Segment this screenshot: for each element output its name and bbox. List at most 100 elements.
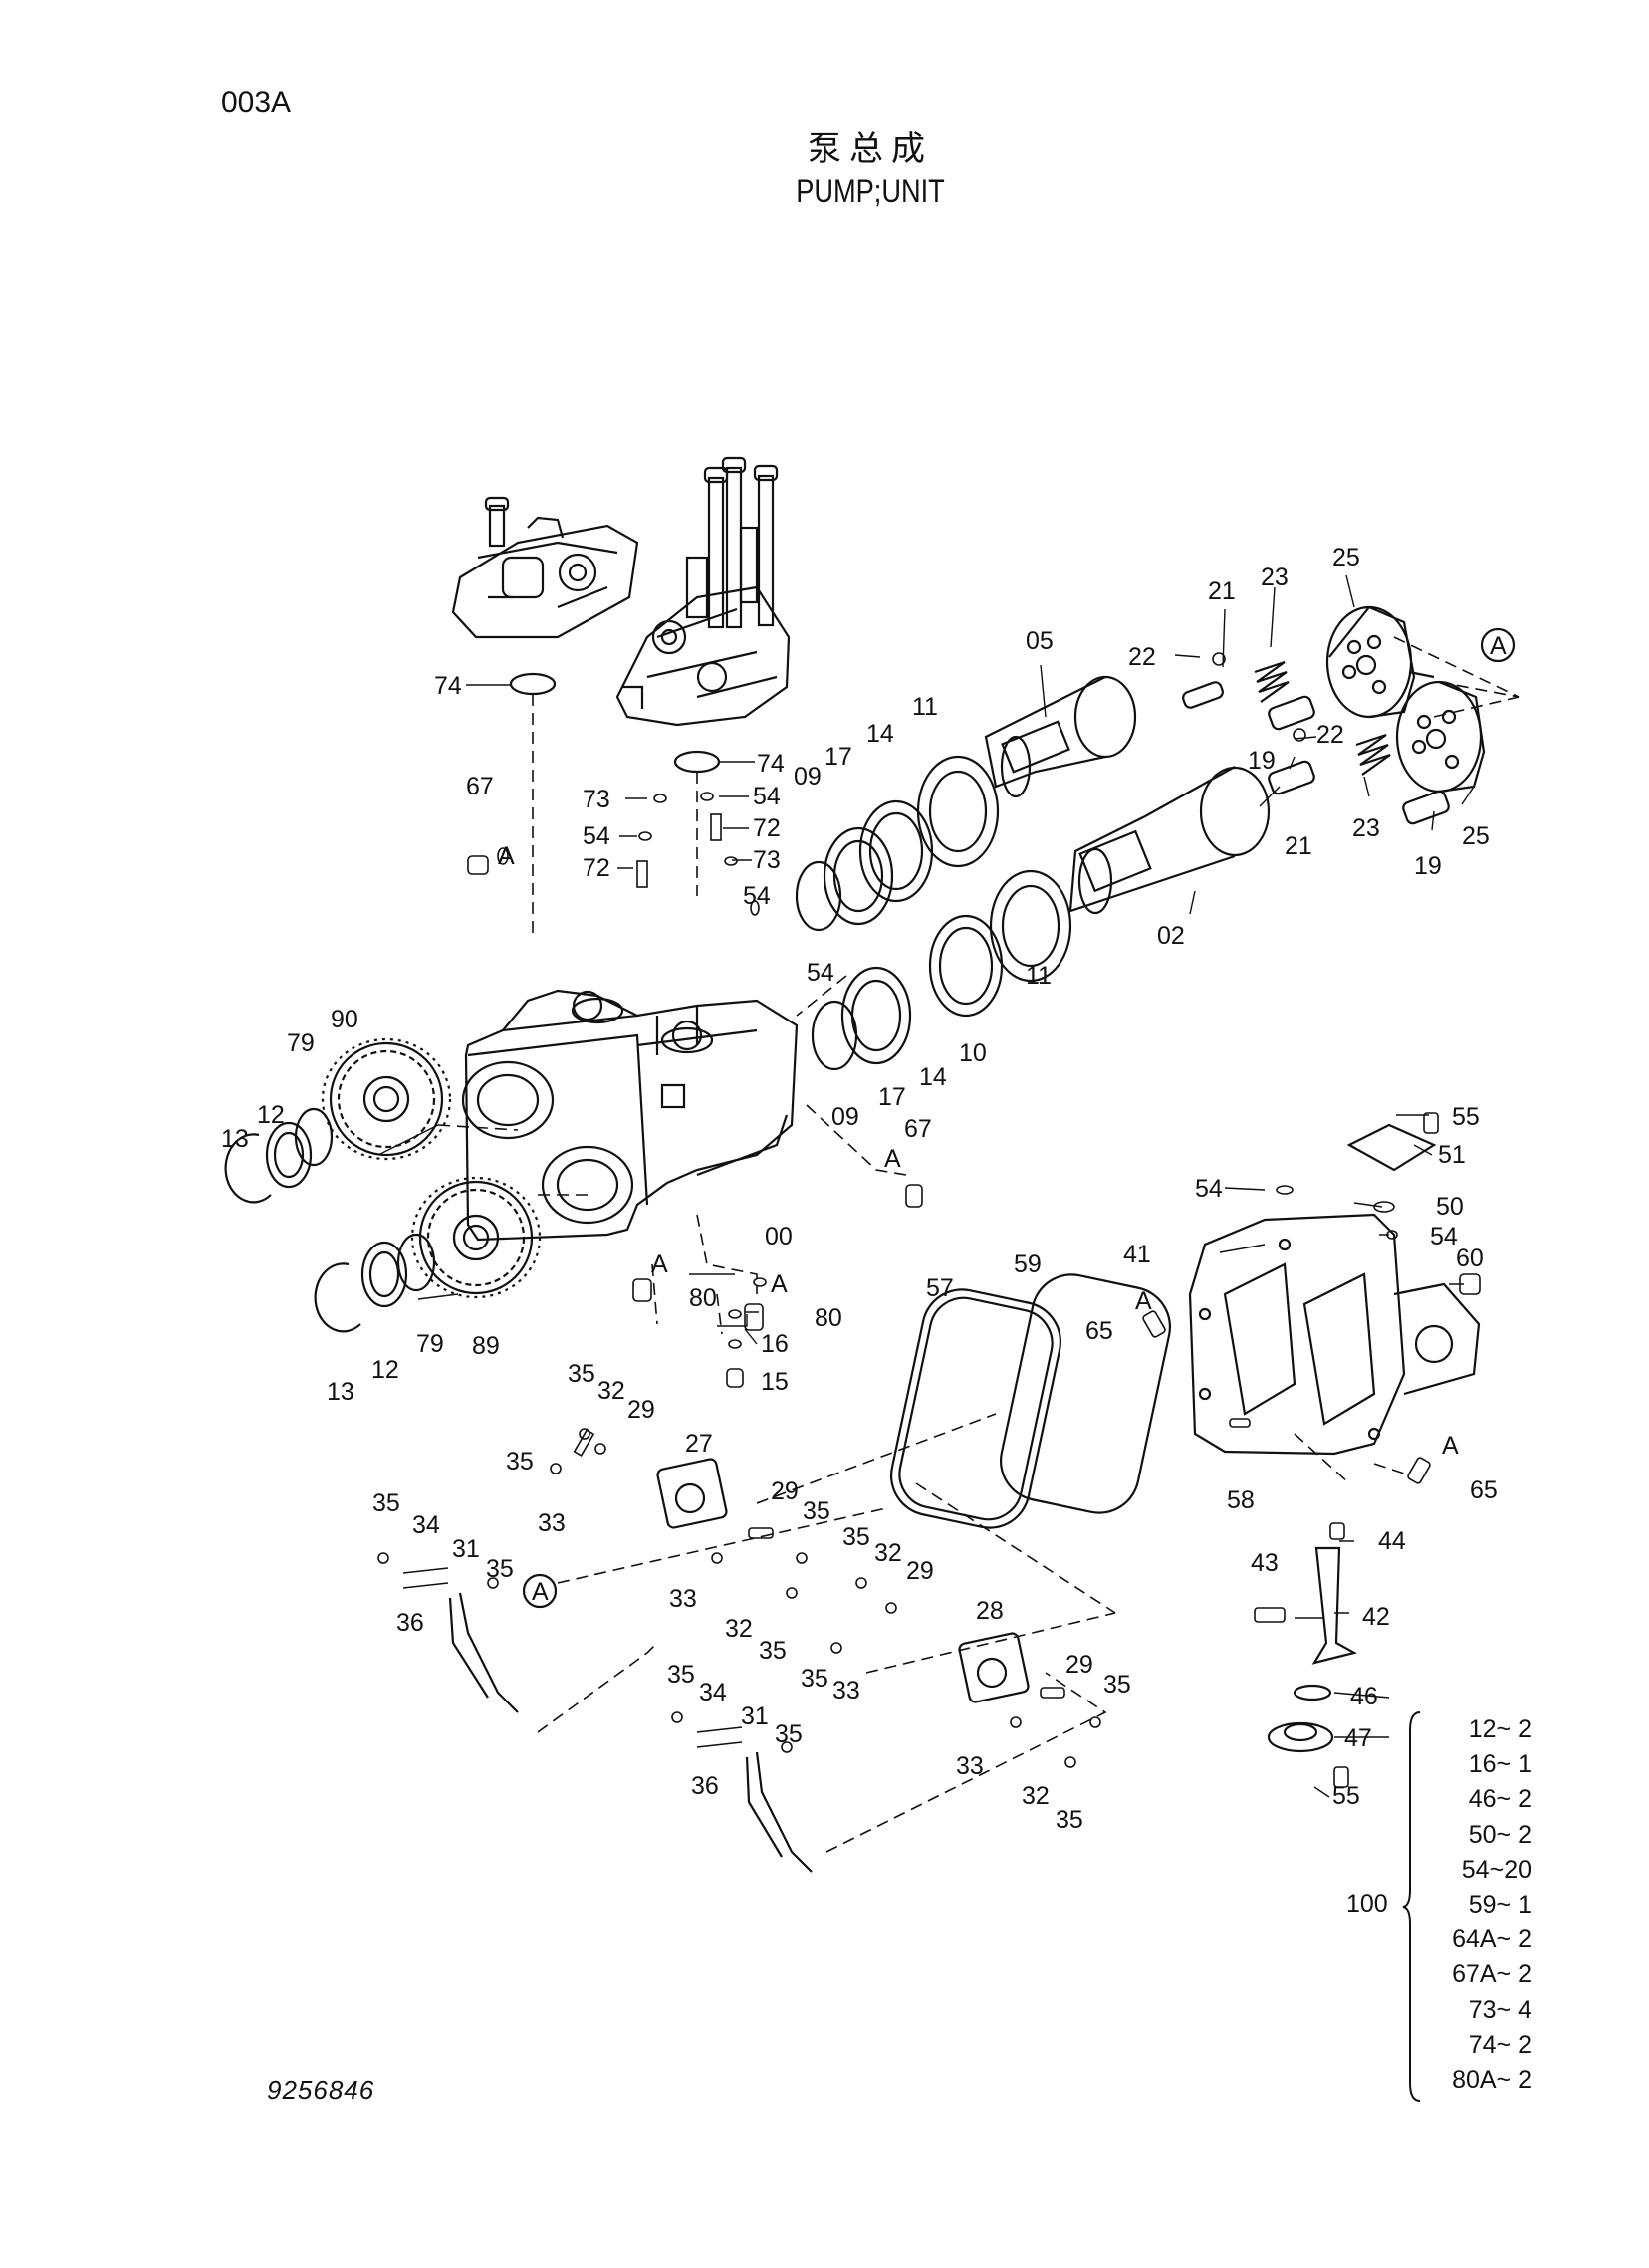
callout: 12 <box>371 1356 399 1384</box>
callout: 19 <box>1414 852 1442 880</box>
callout: 14 <box>919 1063 947 1091</box>
callout: 67 <box>904 1115 932 1143</box>
shaft-02 <box>1068 766 1271 915</box>
callout: A <box>498 842 515 870</box>
callout: 33 <box>669 1585 697 1613</box>
callout: 54 <box>583 822 610 850</box>
callout: 55 <box>1452 1103 1480 1131</box>
callout: 80 <box>689 1284 717 1312</box>
callout: 32 <box>874 1539 902 1567</box>
callout: 54 <box>1430 1223 1458 1250</box>
callout: 23 <box>1352 814 1380 842</box>
callout: 50 <box>1436 1193 1464 1221</box>
callout: 32 <box>597 1377 625 1405</box>
callout: 72 <box>753 814 781 842</box>
callout: 34 <box>699 1679 727 1706</box>
spring-23b <box>1355 733 1391 776</box>
gear-89 <box>410 1176 542 1299</box>
callout-labels: 74 74 67 73 54 72 54 72 73 54 09 17 14 1… <box>221 544 1507 1834</box>
callout: 19 <box>1248 747 1276 775</box>
kit-item: 54~20 <box>1461 1855 1531 1884</box>
callout: 44 <box>1378 1527 1406 1555</box>
callout: 29 <box>1065 1651 1093 1679</box>
callout: 21 <box>1208 577 1236 605</box>
servo-piston-28 <box>958 1632 1030 1703</box>
callout: 54 <box>753 783 781 810</box>
callout: 35 <box>801 1665 828 1693</box>
callout: 14 <box>866 720 894 748</box>
callout: 22 <box>1316 721 1344 749</box>
o-ring-74b <box>673 750 721 774</box>
callout: 22 <box>1128 643 1156 671</box>
callout: 90 <box>331 1006 358 1033</box>
kit-item: 12~ 2 <box>1468 1715 1531 1743</box>
callout: 36 <box>396 1609 424 1637</box>
callout: 74 <box>757 750 785 778</box>
callout: 35 <box>486 1555 514 1583</box>
kit-item: 74~ 2 <box>1468 2030 1531 2059</box>
callout: A <box>771 1270 788 1298</box>
callout: 12 <box>257 1101 285 1129</box>
document-number: 9256846 <box>267 2075 375 2105</box>
callout: 65 <box>1470 1476 1498 1504</box>
callout: 17 <box>878 1083 906 1111</box>
callout: 23 <box>1261 564 1289 591</box>
callout: 11 <box>912 693 938 721</box>
callout: 27 <box>685 1430 713 1458</box>
reference-circle-a-lower <box>522 1573 558 1609</box>
cylinder-block-25a <box>1325 605 1435 719</box>
callout: 73 <box>753 846 781 874</box>
callout: 13 <box>327 1378 354 1406</box>
shaft-05 <box>984 675 1137 798</box>
callout: 72 <box>583 854 610 882</box>
callout: A <box>1490 632 1507 660</box>
callout: 36 <box>691 1772 719 1800</box>
callout: 32 <box>1022 1782 1050 1810</box>
lever-31a <box>458 1592 519 1713</box>
callout: 17 <box>824 743 852 771</box>
kit-number: 100 <box>1346 1890 1388 1918</box>
callout: A <box>651 1250 668 1278</box>
callout: 35 <box>842 1523 870 1551</box>
callout: 35 <box>775 1720 803 1748</box>
callout: 59 <box>1014 1250 1042 1278</box>
callout: 43 <box>1251 1549 1279 1577</box>
page-code: 003A <box>221 86 292 118</box>
callout: 35 <box>803 1497 830 1525</box>
lever-31b <box>755 1751 813 1873</box>
kit-item: 73~ 4 <box>1468 1995 1531 2024</box>
kit-item: 46~ 2 <box>1468 1785 1531 1814</box>
o-ring-74a <box>509 672 557 696</box>
callout: 79 <box>416 1330 444 1358</box>
kit-item: 59~ 1 <box>1468 1891 1531 1920</box>
callout: 79 <box>287 1029 315 1057</box>
callout: 33 <box>956 1752 984 1780</box>
regulator-valve-assembly <box>451 496 639 639</box>
callout: 47 <box>1344 1724 1372 1752</box>
callout: 60 <box>1456 1245 1484 1272</box>
callout: 10 <box>959 1039 987 1067</box>
callout: 35 <box>568 1360 595 1388</box>
callout: 57 <box>926 1274 954 1302</box>
callout: 35 <box>667 1661 695 1689</box>
rear-cover-41 <box>1188 1213 1481 1456</box>
cover-47 <box>1267 1721 1334 1753</box>
gasket-59 <box>999 1273 1172 1514</box>
callout: 51 <box>1438 1141 1466 1169</box>
callout: 55 <box>1332 1782 1360 1810</box>
callout: A <box>1135 1287 1152 1315</box>
cover-plate-51 <box>1346 1123 1437 1172</box>
callout: 29 <box>771 1477 799 1505</box>
callout: 32 <box>725 1615 753 1643</box>
callout: 15 <box>761 1368 789 1396</box>
callout: 35 <box>759 1637 787 1665</box>
pump-housing-00 <box>461 989 799 1242</box>
callout: 41 <box>1123 1241 1151 1268</box>
kit-item: 80A~ 2 <box>1452 2066 1531 2095</box>
shaft-42 <box>1311 1546 1357 1665</box>
callout: 21 <box>1285 832 1312 860</box>
callout: 58 <box>1227 1486 1255 1514</box>
callout: 09 <box>794 763 822 791</box>
